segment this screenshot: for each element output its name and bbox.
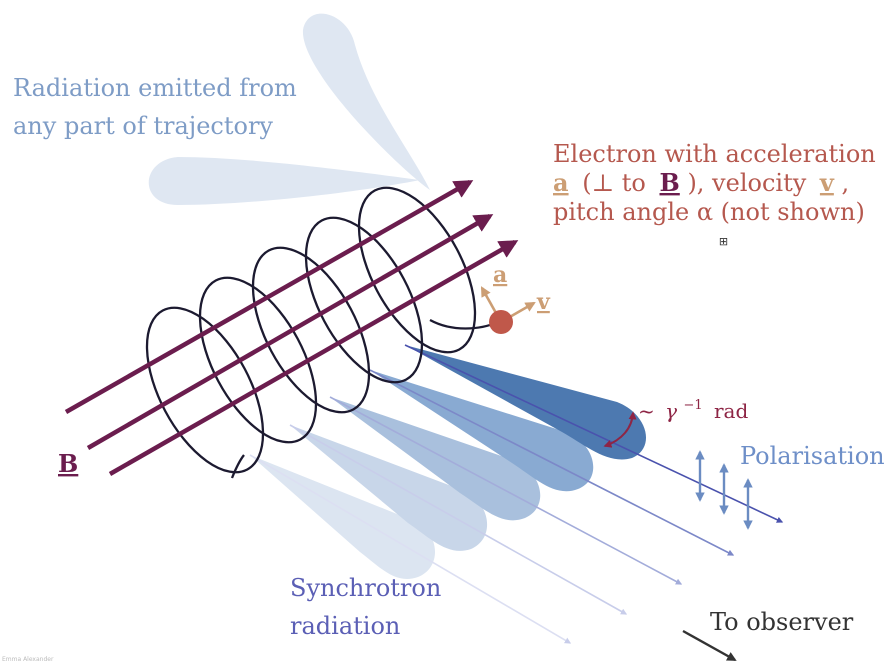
helix-loop-3 xyxy=(251,246,371,414)
field-B-label: B xyxy=(58,449,78,478)
electron-group xyxy=(480,286,536,334)
ray-3 xyxy=(329,396,683,585)
beam-angle-arc xyxy=(603,411,637,448)
electron-line-3: pitch angle α (not shown) xyxy=(553,198,865,226)
helix-loop-4 xyxy=(304,216,424,384)
synchrotron-line-1: Synchrotron xyxy=(290,574,441,602)
crosshair-box-icon: ⊞ xyxy=(718,235,729,248)
ray-5 xyxy=(249,454,572,644)
electron-dot xyxy=(489,310,513,334)
polarisation-arrows xyxy=(695,450,753,530)
radiation-emitted-label: Radiation emitted from any part of traje… xyxy=(13,74,304,140)
synchrotron-line-2: radiation xyxy=(290,612,400,640)
field-line-middle xyxy=(86,214,494,450)
electron-line-1: Electron with acceleration xyxy=(553,140,876,168)
author-credit: Emma Alexander xyxy=(2,656,54,663)
electron-comma: , xyxy=(842,169,850,197)
ray-1 xyxy=(404,344,784,523)
synchrotron-beams xyxy=(249,344,784,644)
beam-lobe-6 xyxy=(250,455,436,579)
observer-label: To observer xyxy=(710,608,854,636)
electron-velocity-text: ), velocity xyxy=(687,169,806,197)
field-line-bottom xyxy=(108,240,519,476)
helix-loop-1 xyxy=(145,306,265,474)
beam-angle-label: ~ γ −1 rad xyxy=(638,390,748,423)
observer-arrow xyxy=(682,629,737,662)
beam-lobe-3 xyxy=(370,370,594,492)
beam-lobe-4 xyxy=(330,397,541,521)
helix-tail xyxy=(429,318,499,330)
electron-symbol-v: v xyxy=(819,168,835,197)
beam-lobe-5 xyxy=(290,425,488,551)
beam-angle-gamma: γ xyxy=(665,399,677,423)
emission-lobe-upward xyxy=(302,13,430,191)
beam-angle-exponent: −1 xyxy=(683,398,702,413)
radiation-emitted-line-1: Radiation emitted from xyxy=(13,74,297,102)
magnetic-field-lines xyxy=(64,180,519,476)
ray-2 xyxy=(369,369,735,556)
beam-angle-unit: rad xyxy=(714,399,748,423)
polarisation-label: Polarisation xyxy=(740,442,885,470)
velocity-label: v xyxy=(536,289,551,315)
ray-4 xyxy=(289,424,628,615)
electron-label: Electron with acceleration a (⊥ to B ), … xyxy=(553,140,883,226)
electron-symbol-B: B xyxy=(660,168,680,197)
radiation-emitted-line-2: any part of trajectory xyxy=(13,112,273,140)
helix-loop-2 xyxy=(198,276,318,444)
upper-emission-lobes xyxy=(148,13,430,205)
synchrotron-label: Synchrotron radiation xyxy=(290,574,449,640)
beam-angle-prefix: ~ xyxy=(638,399,655,423)
electron-perp-text: (⊥ to xyxy=(582,169,646,197)
emission-lobe-leftward xyxy=(148,157,421,205)
helix-start xyxy=(230,454,245,479)
electron-symbol-a: a xyxy=(553,168,569,197)
field-line-top xyxy=(64,180,474,414)
acceleration-label: a xyxy=(493,262,507,288)
helix-loop-5 xyxy=(357,186,477,354)
